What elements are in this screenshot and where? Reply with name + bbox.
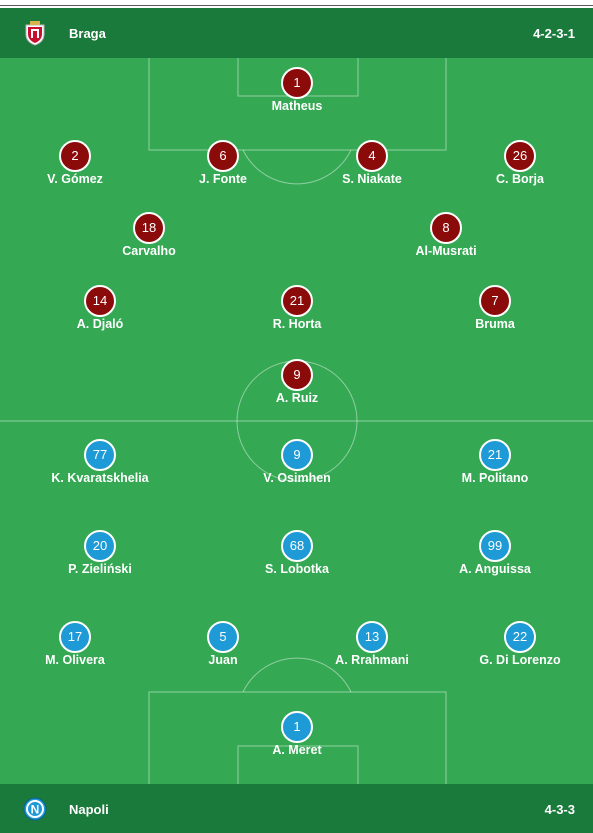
braga-crest-icon	[23, 20, 47, 46]
player-number-badge: 2	[59, 140, 91, 172]
away-team-name: Napoli	[69, 802, 109, 817]
player-number-badge: 26	[504, 140, 536, 172]
player-name: Carvalho	[122, 244, 176, 258]
player-number-badge: 4	[356, 140, 388, 172]
pitch: 1 Matheus 2 V. Gómez 6 J. Fonte 4 S. Nia…	[0, 58, 593, 784]
player-name: A. Rrahmani	[335, 653, 409, 667]
player-name: A. Ruiz	[275, 391, 319, 405]
away-team-header[interactable]: N Napoli 4-3-3	[0, 784, 593, 833]
player-number-badge: 77	[84, 439, 116, 471]
player-name: A. Anguissa	[459, 562, 531, 576]
player-number-badge: 68	[281, 530, 313, 562]
player-number-badge: 17	[59, 621, 91, 653]
player-name: R. Horta	[272, 317, 322, 331]
player-name: S. Lobotka	[265, 562, 329, 576]
player-name: S. Niakate	[342, 172, 402, 186]
player-name: Juan	[208, 653, 238, 667]
player-number-badge: 22	[504, 621, 536, 653]
player-name: G. Di Lorenzo	[479, 653, 561, 667]
player-number-badge: 1	[281, 711, 313, 743]
player-name: Matheus	[271, 99, 323, 113]
player-name: A. Meret	[272, 743, 322, 757]
window-top-edge	[0, 0, 593, 6]
player-number-badge: 18	[133, 212, 165, 244]
home-team-name: Braga	[69, 26, 106, 41]
svg-text:N: N	[31, 803, 40, 817]
player-name: V. Gómez	[47, 172, 103, 186]
home-team-header[interactable]: Braga 4-2-3-1	[0, 8, 593, 58]
pitch-markings	[0, 58, 593, 784]
player-name: P. Zieliński	[68, 562, 132, 576]
player-name: A. Djaló	[76, 317, 124, 331]
player-name: Bruma	[475, 317, 515, 331]
player-number-badge: 9	[281, 439, 313, 471]
away-formation: 4-3-3	[544, 802, 575, 817]
player-number-badge: 13	[356, 621, 388, 653]
player-number-badge: 6	[207, 140, 239, 172]
player-number-badge: 9	[281, 359, 313, 391]
player-name: M. Politano	[461, 471, 529, 485]
player-number-badge: 99	[479, 530, 511, 562]
player-name: V. Osimhen	[263, 471, 331, 485]
player-number-badge: 20	[84, 530, 116, 562]
player-number-badge: 7	[479, 285, 511, 317]
player-name: C. Borja	[496, 172, 544, 186]
player-name: K. Kvaratskhelia	[51, 471, 149, 485]
player-number-badge: 1	[281, 67, 313, 99]
player-name: J. Fonte	[199, 172, 247, 186]
player-number-badge: 21	[281, 285, 313, 317]
player-number-badge: 14	[84, 285, 116, 317]
player-number-badge: 5	[207, 621, 239, 653]
player-name: M. Olivera	[45, 653, 105, 667]
napoli-crest-icon: N	[23, 796, 47, 822]
player-number-badge: 8	[430, 212, 462, 244]
home-formation: 4-2-3-1	[533, 26, 575, 41]
player-number-badge: 21	[479, 439, 511, 471]
player-name: Al-Musrati	[415, 244, 477, 258]
